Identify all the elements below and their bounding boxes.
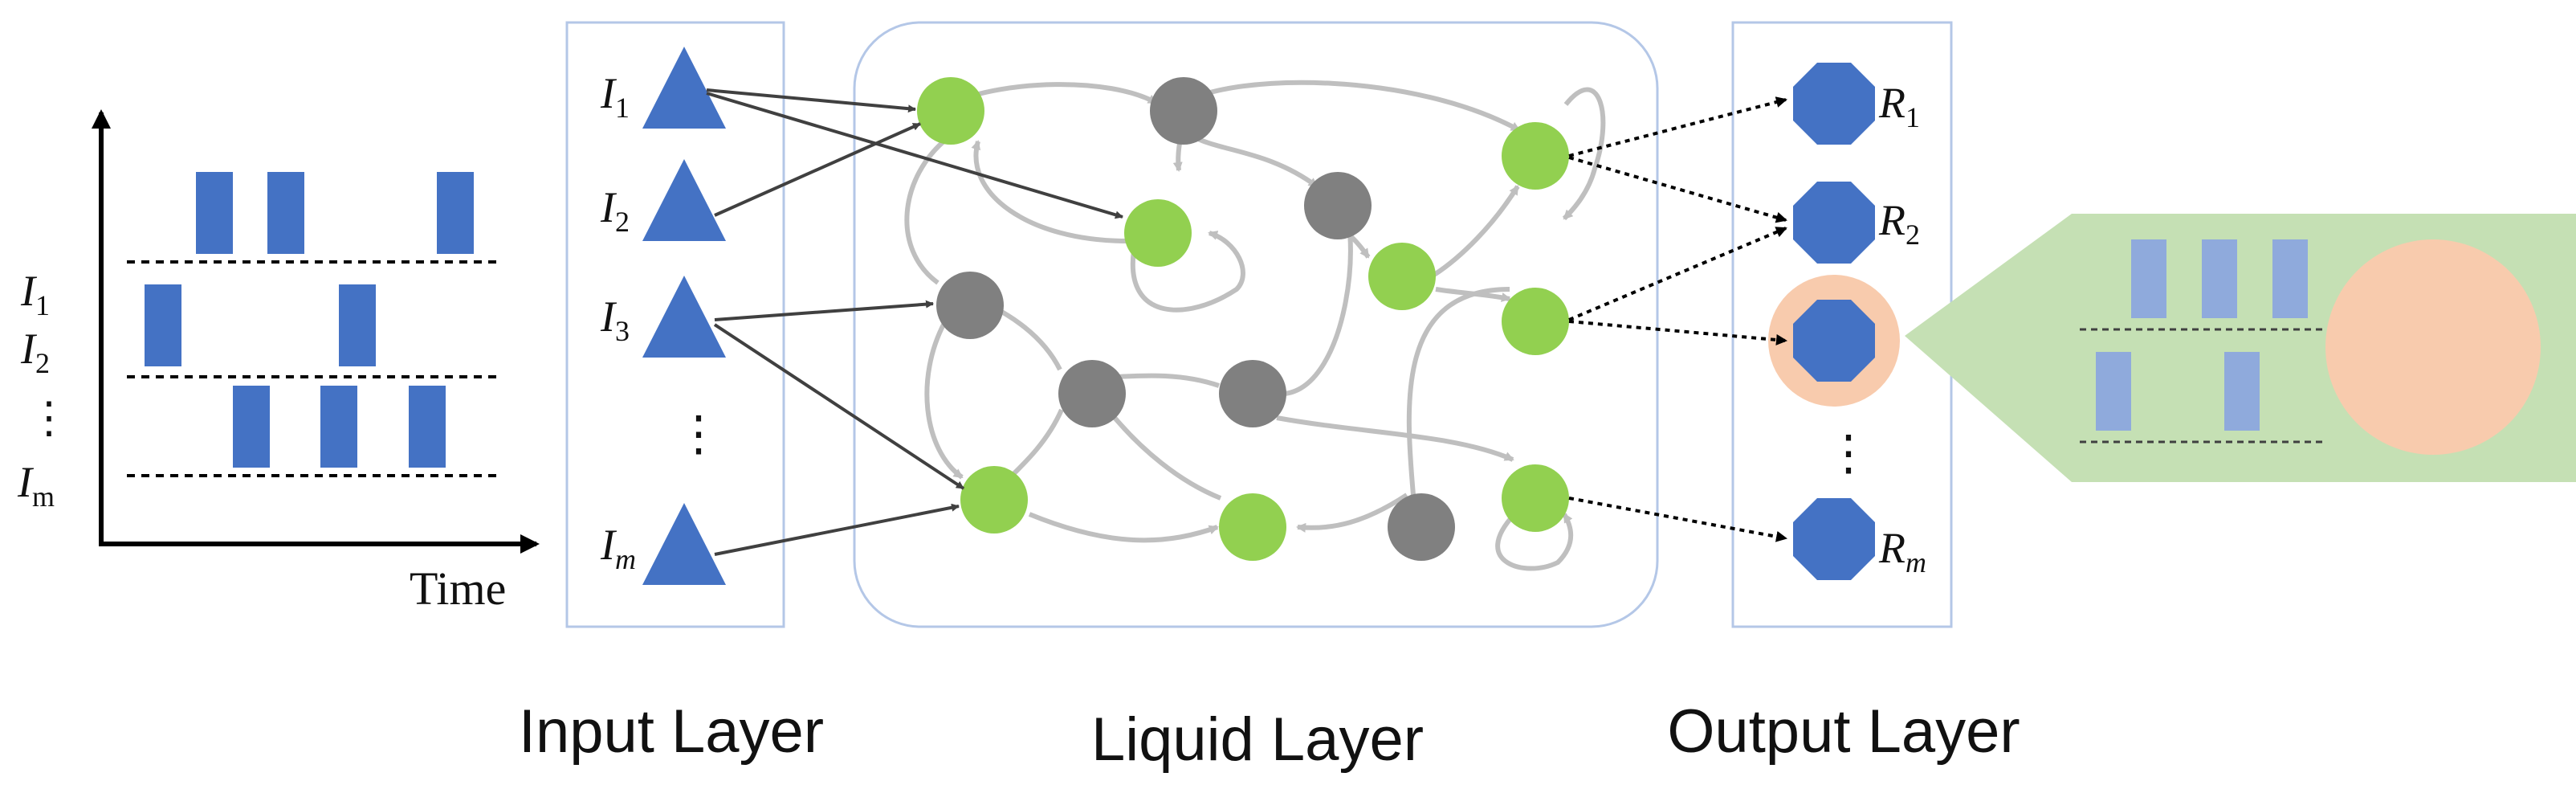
input-connection [714, 300, 934, 321]
recurrent-edge [904, 136, 949, 285]
input-connections [706, 88, 1123, 556]
excitatory-neuron [960, 466, 1028, 533]
input-neuron-triangle [642, 503, 726, 585]
output-label-2: R2 [1878, 196, 1920, 251]
row-label-i1: I1 [20, 267, 50, 321]
recurrent-edge [1028, 512, 1219, 543]
zoom-neuron-circle [2325, 239, 2541, 455]
recurrent-edge [1276, 415, 1514, 462]
zoom-spike [2131, 239, 2166, 318]
inhibitory-neuron [1058, 360, 1126, 427]
input-layer-box [565, 21, 785, 628]
recurrent-edge [1106, 408, 1222, 501]
readout-connection [1568, 96, 1787, 157]
input-connection [706, 88, 916, 113]
excitatory-neuron [1502, 122, 1569, 190]
recurrent-edge [1495, 512, 1574, 571]
spike [233, 386, 270, 468]
recurrent-edge [1433, 185, 1520, 277]
excitatory-neuron [1502, 464, 1569, 532]
spike [320, 386, 357, 468]
spike [196, 172, 233, 254]
spike [437, 172, 474, 254]
input-connection [706, 92, 1123, 219]
liquid-layer-box [853, 21, 1659, 628]
excitatory-neuron [1219, 493, 1286, 561]
input-label-3: I3 [600, 292, 630, 347]
excitatory-neuron [1368, 243, 1436, 310]
row-label-i2: I2 [20, 325, 50, 379]
output-layer: R1 R2 Rm ⋮ [1731, 21, 1953, 628]
zoom-spike [2202, 239, 2237, 318]
output-neuron-octagon [1793, 182, 1875, 264]
input-connection [714, 503, 960, 556]
input-label-2: I2 [600, 183, 630, 238]
input-neuron-triangle [642, 159, 726, 241]
input-layer-title: Input Layer [519, 697, 824, 766]
spike [409, 386, 446, 468]
row-label-ellipsis: ⋮ [27, 394, 71, 442]
recurrent-edge [971, 140, 1128, 243]
excitatory-neuron [917, 77, 984, 145]
readout-connection [1568, 156, 1787, 223]
zoom-spike [2096, 352, 2131, 431]
excitatory-neuron [1502, 288, 1569, 355]
spike [145, 284, 181, 366]
spike [267, 172, 304, 254]
readout-connection [1568, 497, 1787, 542]
input-ellipsis: ⋮ [675, 407, 723, 460]
input-neuron-triangle [642, 276, 726, 358]
input-connection [714, 122, 921, 217]
inhibitory-neuron [1388, 493, 1455, 561]
recurrent-edge [1296, 493, 1408, 533]
output-neuron-octagon [1793, 498, 1875, 580]
input-label-1: I1 [600, 69, 630, 124]
input-connection [713, 323, 965, 490]
readout-connection [1568, 227, 1787, 321]
readout-connections [1568, 96, 1787, 542]
spike [339, 284, 376, 366]
spike-timeline: I1 I2 ⋮ Im Time [17, 109, 540, 615]
output-ellipsis: ⋮ [1824, 427, 1873, 480]
output-label-1: R1 [1878, 79, 1920, 133]
recurrent-edge [1130, 231, 1245, 313]
x-axis-label: Time [410, 562, 506, 615]
recurrent-edge [1406, 287, 1510, 496]
zoom-spike [2272, 239, 2308, 318]
zoom-spike [2224, 352, 2260, 431]
recurrent-edge [924, 321, 964, 480]
output-label-m: Rm [1878, 524, 1926, 578]
output-neuron-octagon [1793, 63, 1875, 145]
output-layer-title: Output Layer [1667, 697, 2020, 766]
recurrent-edge [951, 82, 1158, 105]
recurrent-edge [1182, 80, 1521, 133]
inhibitory-neuron [936, 272, 1004, 339]
liquid-layer [853, 21, 1659, 628]
output-neuron-octagon [1793, 300, 1875, 382]
input-label-m: Im [600, 521, 636, 575]
row-label-im: Im [17, 458, 55, 513]
zoom-callout [1905, 214, 2576, 482]
input-layer: I1 I2 I3 Im ⋮ [565, 21, 785, 628]
liquid-layer-title: Liquid Layer [1091, 705, 1424, 774]
inhibitory-neuron [1304, 172, 1372, 239]
inhibitory-neuron [1150, 77, 1217, 145]
readout-connection [1568, 320, 1787, 345]
inhibitory-neuron [1219, 360, 1286, 427]
excitatory-neuron [1124, 199, 1192, 267]
input-neuron-triangle [642, 47, 726, 129]
